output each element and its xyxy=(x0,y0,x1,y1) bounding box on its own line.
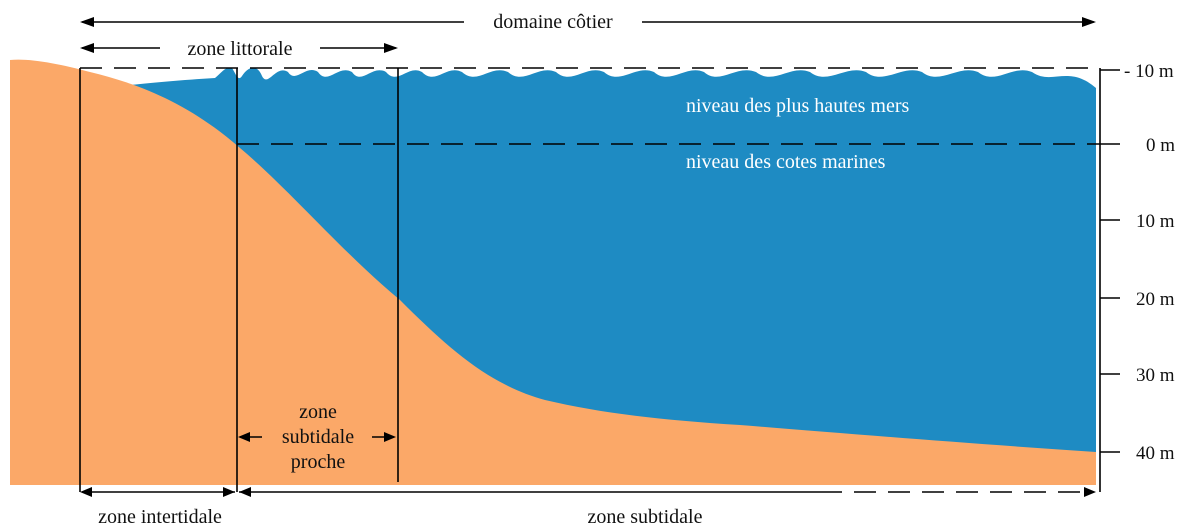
arrowhead-left-icon xyxy=(80,43,94,53)
domaine-cotier-label: domaine côtier xyxy=(493,11,613,33)
arrowhead-left-icon xyxy=(80,487,92,497)
arrowhead-left-icon xyxy=(239,487,251,497)
niveau-cotes-marines-label: niveau des cotes marines xyxy=(686,151,886,173)
arrowhead-right-icon xyxy=(1084,487,1096,497)
zone-subtidale-label: zone subtidale xyxy=(588,506,703,528)
arrowhead-right-icon xyxy=(384,43,398,53)
arrowhead-left-icon xyxy=(80,17,94,27)
arrowhead-left-icon xyxy=(238,432,250,442)
depth-tick-minus-10m: - 10 m xyxy=(1124,61,1174,82)
zone-subtidale-proche-line2: subtidale xyxy=(282,426,354,448)
arrowhead-right-icon xyxy=(384,432,396,442)
depth-tick-10m: 10 m xyxy=(1136,211,1175,232)
arrowhead-right-icon xyxy=(1082,17,1096,27)
land-profile xyxy=(10,59,1096,486)
zone-littorale-label: zone littorale xyxy=(188,38,293,60)
depth-tick-20m: 20 m xyxy=(1136,289,1175,310)
depth-tick-0m: 0 m xyxy=(1146,135,1175,156)
niveau-hautes-mers-label: niveau des plus hautes mers xyxy=(686,95,909,117)
depth-tick-40m: 40 m xyxy=(1136,443,1175,464)
zone-subtidale-proche-line3: proche xyxy=(291,451,346,473)
arrowhead-right-icon xyxy=(223,487,235,497)
zone-subtidale-proche-line1: zone xyxy=(299,401,337,423)
depth-tick-30m: 30 m xyxy=(1136,365,1175,386)
depth-scale-ticks xyxy=(1100,69,1120,453)
zone-intertidale-label: zone intertidale xyxy=(98,506,222,528)
